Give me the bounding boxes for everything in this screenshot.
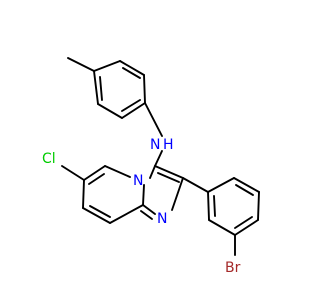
bond-tolyl-4 (121, 102, 146, 119)
bond-c3-c2 (154, 165, 184, 179)
bond-tolyl-2 (119, 60, 145, 76)
bond-c5-c6-inner (88, 173, 105, 185)
bond-c7-c8-inner (89, 205, 111, 218)
bond-n1-c8a-inner (140, 210, 153, 220)
bond-c2-phenyl (182, 177, 209, 193)
bond-tolyl-3 (143, 74, 146, 104)
atom-labels: N H Cl N N Br (42, 137, 241, 276)
bond-phenyl-6 (207, 191, 210, 221)
bond-phenyl-2 (233, 177, 260, 193)
bond-c6-cl (61, 165, 85, 181)
bond-c7-c8 (82, 207, 111, 224)
atom-n-imine: N (157, 211, 167, 227)
atom-n-amine: N (150, 137, 160, 153)
bond-tolyl-1 (93, 60, 121, 72)
bond-n4-c3 (149, 165, 156, 179)
bond-c3-c2-inner (157, 172, 180, 183)
bond-c5-c6 (83, 165, 106, 181)
bond-phenyl-inner-1 (235, 184, 254, 196)
bond-phenyl-5 (208, 219, 236, 236)
bond-n4-c5 (104, 165, 131, 178)
molecule-structure-diagram: N H Cl N N Br (42, 57, 260, 276)
bond-phenyl-3 (257, 191, 260, 221)
bond-phenyl-1 (207, 177, 235, 193)
bond-n1-c8a (142, 204, 156, 215)
bond-phenyl-4 (234, 219, 259, 236)
atom-cl: Cl (42, 151, 56, 167)
atom-br: Br (225, 260, 241, 276)
bond-phenyl-inner-3 (213, 195, 216, 217)
bond-tolyl-inner-1 (122, 67, 141, 79)
bond-tolyl-6 (93, 70, 99, 105)
bond-c8-c8a (109, 204, 144, 224)
bond-lines (61, 57, 260, 256)
bond-c2-n1 (171, 177, 184, 211)
bond-tolyl-inner-3 (99, 76, 103, 101)
atom-n-ring: N (133, 173, 143, 189)
bond-methyl (67, 57, 95, 72)
bond-tolyl-inner-2 (121, 99, 141, 112)
atom-h-amine: H (163, 137, 174, 153)
bond-amine-c3 (154, 150, 163, 167)
bond-phenyl-inner-2 (234, 216, 253, 229)
bond-tolyl-amine (144, 102, 163, 137)
bond-c6-c7 (82, 179, 85, 209)
bond-c8a-n4 (142, 184, 145, 206)
bond-tolyl-5 (97, 103, 123, 119)
